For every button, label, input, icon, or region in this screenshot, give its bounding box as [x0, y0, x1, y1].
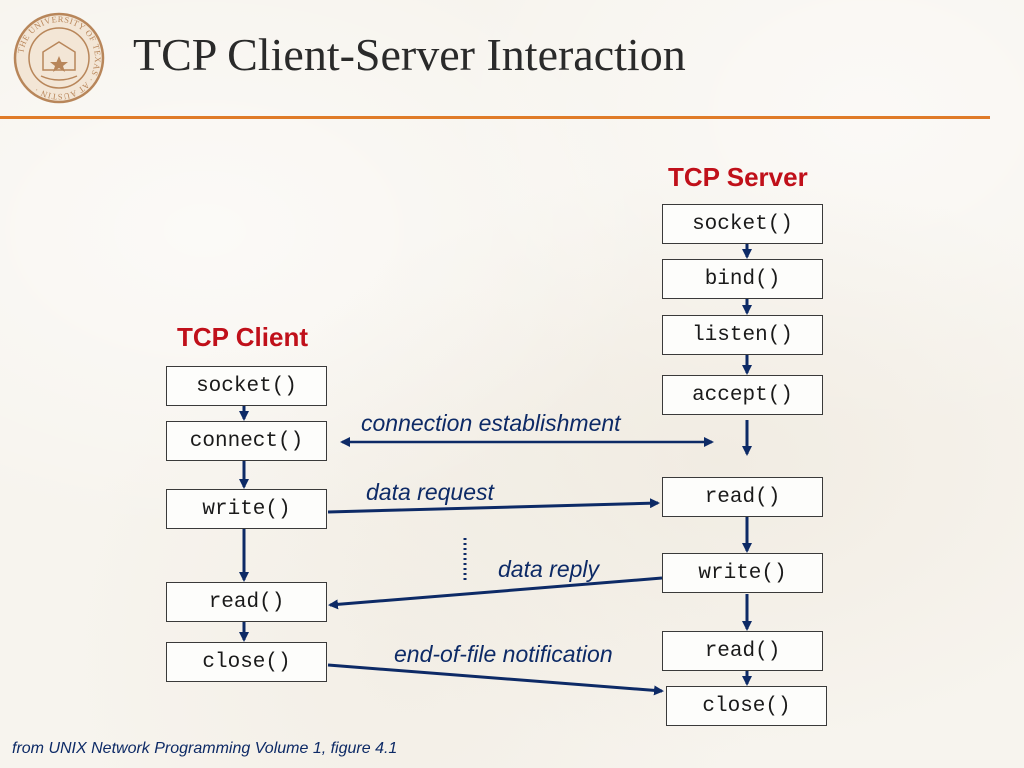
client-socket-box: socket()	[166, 366, 327, 406]
client-heading: TCP Client	[177, 322, 308, 352]
data-reply-arrow	[328, 576, 663, 610]
university-seal-icon: THE UNIVERSITY OF TEXAS · AT AUSTIN ·	[13, 12, 105, 104]
title-divider	[0, 116, 990, 119]
eof-arrow	[327, 663, 664, 696]
client-close-box: close()	[166, 642, 327, 682]
server-read-eof-box: read()	[662, 631, 823, 671]
server-bind-box: bind()	[662, 259, 823, 299]
client-connect-box: connect()	[166, 421, 327, 461]
slide-title: TCP Client-Server Interaction	[133, 29, 686, 80]
server-write-box: write()	[662, 553, 823, 593]
server-heading: TCP Server	[668, 162, 808, 192]
source-citation: from UNIX Network Programming Volume 1, …	[12, 740, 398, 757]
server-accept-box: accept()	[662, 375, 823, 415]
connection-establishment-label: connection establishment	[361, 410, 621, 436]
data-request-label: data request	[366, 479, 494, 505]
server-listen-box: listen()	[662, 315, 823, 355]
server-socket-box: socket()	[662, 204, 823, 244]
client-write-box: write()	[166, 489, 327, 529]
eof-notification-label: end-of-file notification	[394, 641, 613, 667]
server-read-box: read()	[662, 477, 823, 517]
client-read-box: read()	[166, 582, 327, 622]
data-reply-label: data reply	[498, 556, 600, 582]
server-close-box: close()	[666, 686, 827, 726]
data-request-arrow	[327, 498, 660, 514]
